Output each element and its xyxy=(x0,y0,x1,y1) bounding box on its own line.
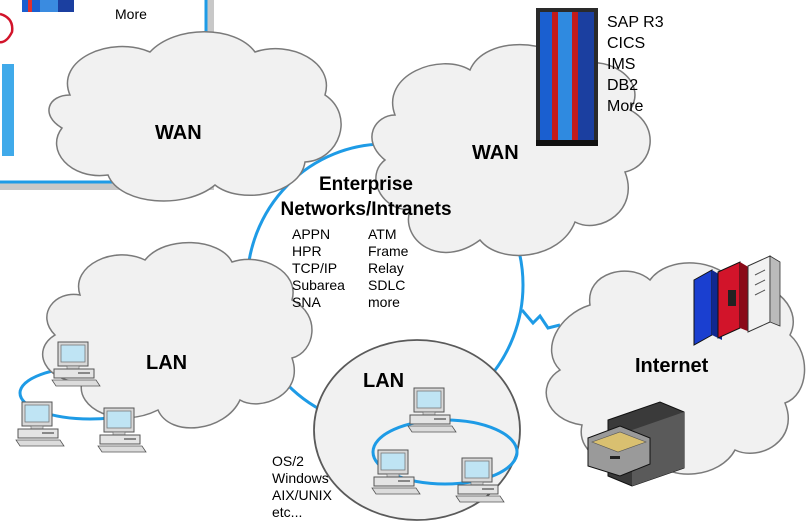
protocol-item: Frame xyxy=(368,243,409,259)
mainframe-app-item: More xyxy=(607,98,644,115)
lan-left-label: LAN xyxy=(146,352,188,374)
file-cabinet-icon xyxy=(587,401,685,487)
enterprise-title-line2: Networks/Intranets xyxy=(280,199,452,220)
protocol-item: ATM xyxy=(368,226,397,242)
mainframe-app-item: CICS xyxy=(607,35,646,52)
mainframe-app-list: SAP R3 CICS IMS DB2 More xyxy=(607,12,664,117)
os-item: AIX/UNIX xyxy=(272,487,332,503)
top-left-more-label: More xyxy=(115,6,147,22)
mainframe-app-item: IMS xyxy=(607,56,636,73)
enterprise-title-line1: Enterprise xyxy=(319,174,413,195)
protocol-item: Relay xyxy=(368,260,404,276)
wan-right-label: WAN xyxy=(472,142,519,164)
mainframe-app-item: DB2 xyxy=(607,77,639,94)
os-item: OS/2 xyxy=(272,453,304,469)
small-server-icon xyxy=(22,0,74,12)
protocol-item: TCP/IP xyxy=(292,260,338,276)
lan-center-label: LAN xyxy=(363,370,405,392)
os-item: Windows xyxy=(272,470,329,486)
protocol-item: SNA xyxy=(292,294,321,310)
os-list: OS/2 Windows AIX/UNIX etc... xyxy=(272,453,332,521)
server-racks-icon xyxy=(693,255,781,346)
protocol-item: more xyxy=(368,294,400,310)
protocols-right-list: ATM Frame Relay SDLC more xyxy=(368,226,408,311)
enterprise-title: Enterprise Networks/Intranets xyxy=(246,172,486,222)
protocol-item: HPR xyxy=(292,243,322,259)
mainframe-app-item: SAP R3 xyxy=(607,14,664,31)
wan-left-label: WAN xyxy=(155,122,202,144)
protocol-item: APPN xyxy=(292,226,331,242)
protocol-item: SDLC xyxy=(368,277,406,293)
internet-label: Internet xyxy=(635,355,709,377)
protocol-item: Subarea xyxy=(292,277,345,293)
red-highlight-arc xyxy=(0,12,14,44)
mainframe-icon xyxy=(536,8,598,146)
protocols-left-list: APPN HPR TCP/IP Subarea SNA xyxy=(292,226,345,311)
os-item: etc... xyxy=(272,504,303,520)
